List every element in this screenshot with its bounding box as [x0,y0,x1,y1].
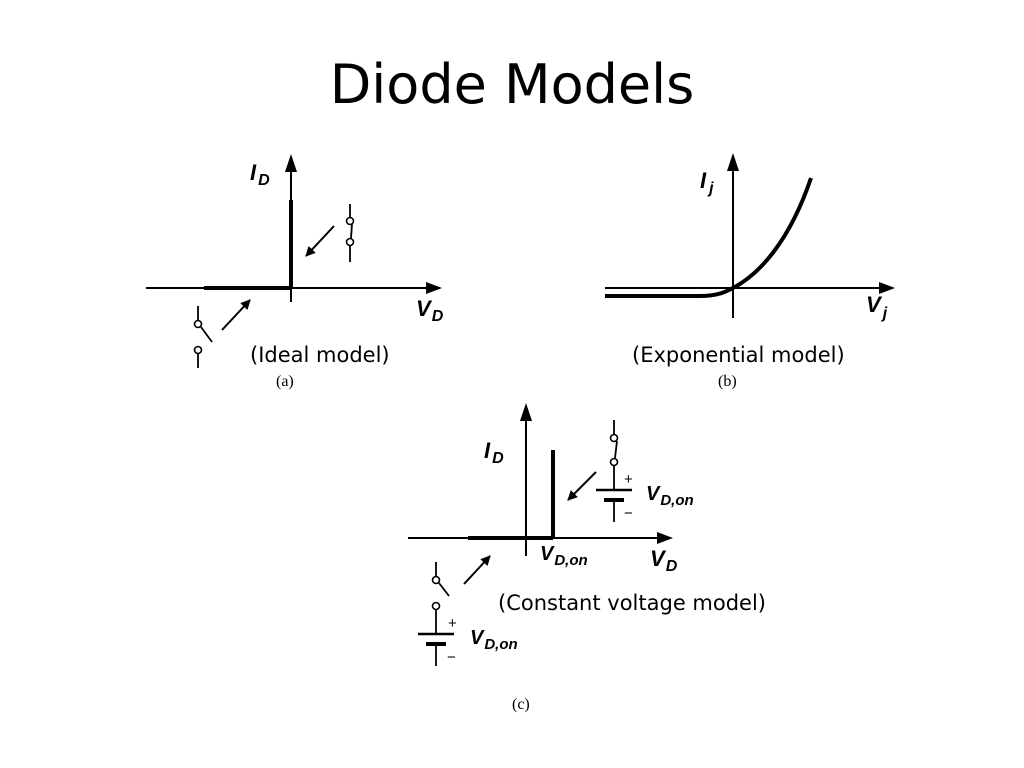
figure-tag-c: (c) [512,696,530,713]
open-switch-symbol [193,306,213,368]
y-axis-arrowhead [520,403,532,421]
x-axis-label: VD [650,546,678,575]
arrow-to-off-region [463,555,491,585]
y-axis-arrowhead [285,154,297,172]
exponential-model-caption: (Exponential model) [632,343,845,367]
figure-tag-b: (b) [718,373,737,390]
arrow-to-on-region [305,225,335,257]
closed-switch-with-battery [596,420,632,522]
x-axis-label: VD [416,296,444,325]
figure-tag-a: (a) [276,373,294,390]
ideal-model-caption: (Ideal model) [250,343,390,367]
battery-plus-sign: + [624,471,633,488]
battery-plus-sign: + [448,615,457,632]
lower-battery-voltage-label: VD,on [470,627,518,653]
exponential-curve [605,177,813,298]
constant-voltage-model-caption: (Constant voltage model) [498,591,766,615]
upper-battery-voltage-label: VD,on [646,483,694,509]
arrow-to-on-region [567,471,597,501]
open-switch-with-battery [418,562,454,666]
turn-on-voltage-tick-label: VD,on [540,543,588,569]
slide-title: Diode Models [329,53,695,116]
x-axis-arrowhead [657,532,673,544]
battery-minus-sign: − [447,649,456,666]
arrow-to-off-region [221,299,251,331]
x-axis-arrowhead [426,282,442,294]
closed-switch-symbol [345,204,355,262]
y-axis-arrowhead [727,153,739,171]
battery-minus-sign: − [624,505,633,522]
x-axis-arrowhead [879,282,895,294]
